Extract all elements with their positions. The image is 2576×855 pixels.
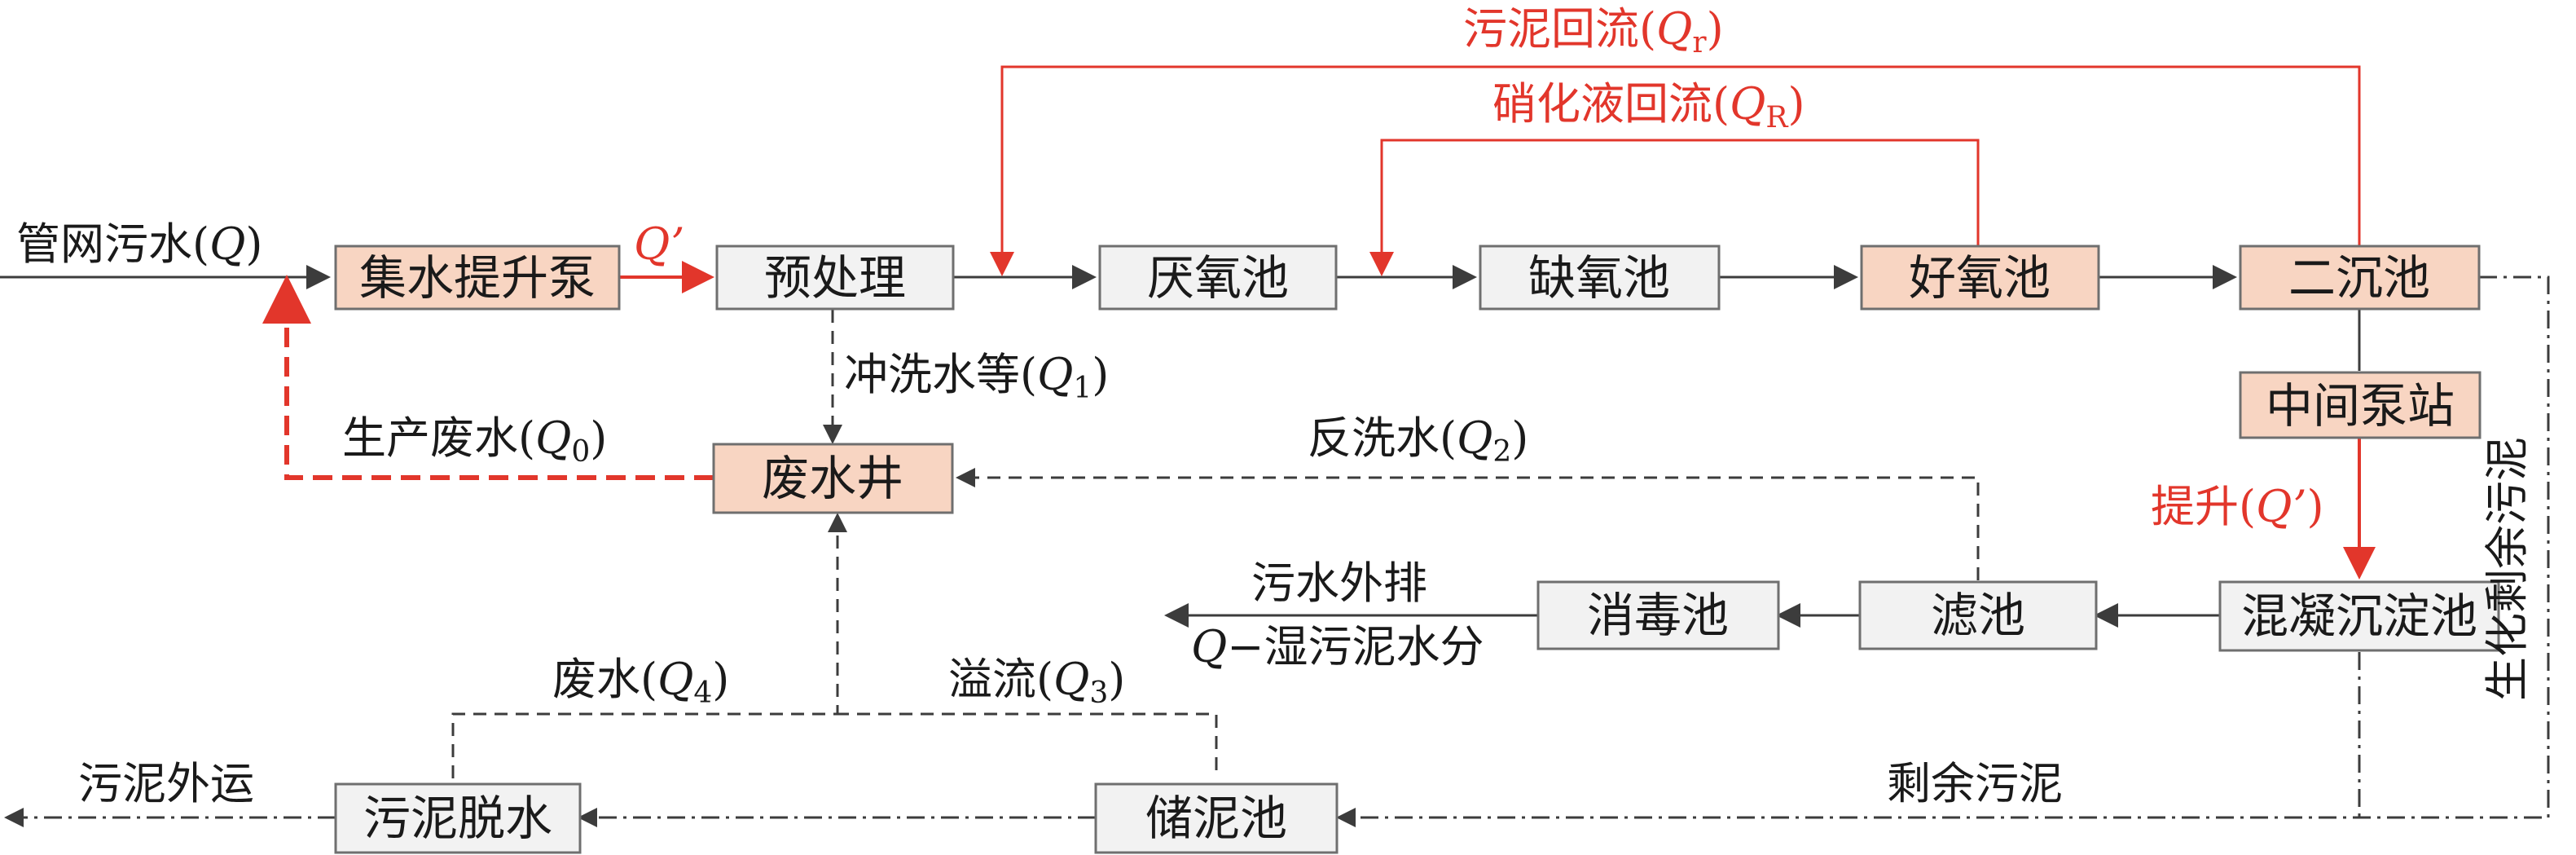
box-secondary-label: 二沉池 [2288,250,2430,306]
label-excess-sludge: 剩余污泥 [1887,758,2063,809]
box-midpump: 中间泵站 [2239,371,2481,439]
label-sludge-return: 污泥回流(Qr) [1463,3,1724,59]
box-waste-well-label: 废水井 [762,451,903,506]
box-pump: 集水提升泵 [334,245,621,311]
box-anaerobic: 厌氧池 [1098,245,1338,311]
box-filter: 滤池 [1858,580,2098,650]
label-backwash: 反洗水(Q2) [1308,412,1528,469]
box-storage: 储泥池 [1094,782,1339,854]
box-anoxic: 缺氧池 [1479,245,1721,311]
box-waste-well: 废水井 [712,443,954,514]
label-lift: 提升(Q’) [2151,481,2324,532]
overflow-line [837,712,1218,770]
label-wash-water: 冲洗水等(Q1) [844,349,1109,405]
label-nitrate-return: 硝化液回流(QR) [1492,78,1805,134]
box-dewater: 污泥脱水 [334,782,582,854]
label-production-wastewater: 生产废水(Q0) [342,412,607,469]
box-filter-label: 滤池 [1931,588,2025,643]
label-discharge-2: Q−湿污泥水分 [1191,621,1484,672]
backwash-line [956,468,1980,580]
box-pretreat-label: 预处理 [764,250,906,306]
box-disinfect-label: 消毒池 [1587,588,1729,643]
box-anaerobic-label: 厌氧池 [1147,250,1289,306]
box-coag: 混凝沉淀池 [2218,580,2500,652]
label-qprime: Q’ [634,218,684,270]
box-dewater-label: 污泥脱水 [363,791,552,846]
label-inflow: 管网污水(Q) [16,218,262,270]
box-pump-label: 集水提升泵 [359,250,596,306]
label-wastewater4: 废水(Q4) [552,654,729,710]
box-storage-label: 储泥池 [1145,791,1287,846]
sludge-return-line [990,65,2361,276]
label-sludge-out: 污泥外运 [78,758,254,809]
wastewater4-line [451,513,847,778]
production-wastewater-line [262,275,714,480]
box-midpump-label: 中间泵站 [2266,378,2455,434]
nitrate-return-line [1369,139,1980,276]
box-aerobic-label: 好氧池 [1909,250,2051,306]
bio-excess-sludge-line [1336,275,2550,827]
box-secondary: 二沉池 [2239,245,2481,311]
box-anoxic-label: 缺氧池 [1528,250,1670,306]
box-coag-label: 混凝沉淀池 [2241,588,2477,644]
box-disinfect: 消毒池 [1536,580,1780,650]
box-pretreat: 预处理 [715,245,955,311]
box-aerobic: 好氧池 [1860,245,2100,311]
label-discharge-1: 污水外排 [1251,558,1427,609]
label-bio-excess-sludge: 生化剩余污泥 [2481,437,2533,701]
label-overflow: 溢流(Q3) [948,654,1125,710]
connectors [0,65,2550,827]
